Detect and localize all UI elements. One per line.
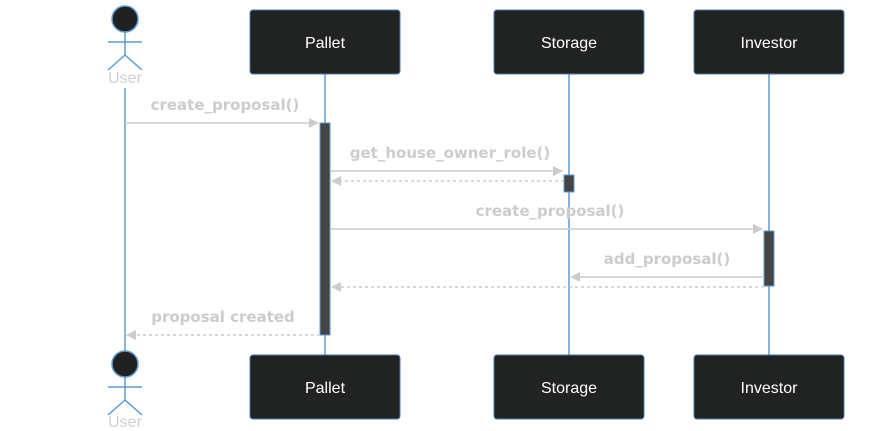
message-create-proposal-user: create_proposal() [125,96,319,128]
message-create-proposal-investor: create_proposal() [330,202,763,234]
participant-investor-label-bottom: Investor [741,380,799,397]
participant-box [493,354,645,420]
actor-leg-left [107,54,126,71]
participant-pallet-top: Pallet [249,9,401,75]
message-label: add_proposal() [604,250,730,268]
actor-leg-right [124,399,143,416]
participant-box [693,354,845,420]
actor-user-label-bottom: User [108,414,142,431]
participant-box [249,354,401,420]
participant-storage-bottom: Storage [493,354,645,420]
message-label: proposal created [151,308,295,326]
participant-investor-top: Investor [693,9,845,75]
activation-pallet [319,122,331,336]
participant-box [693,9,845,75]
participant-storage-label-bottom: Storage [541,380,597,397]
message-proposal-created: proposal created [126,308,320,340]
actor-head [111,5,139,33]
participant-pallet-label-bottom: Pallet [305,380,346,397]
actor-user-label-top: User [108,70,142,87]
activation-investor [763,230,775,287]
actor-leg-right [124,54,143,71]
participant-investor-bottom: Investor [693,354,845,420]
participant-investor-label-top: Investor [741,35,799,52]
participant-box [493,9,645,75]
participant-storage-top: Storage [493,9,645,75]
message-add-proposal: add_proposal() [570,250,764,282]
participant-storage-label-top: Storage [541,35,597,52]
activation-storage [563,174,575,193]
participant-pallet-bottom: Pallet [249,354,401,420]
message-get-house-owner-role: get_house_owner_role() [330,144,563,176]
participant-box [249,9,401,75]
message-label: create_proposal() [476,202,625,220]
participant-pallet-label-top: Pallet [305,35,346,52]
actor-user-top: User [107,5,143,87]
message-label: get_house_owner_role() [350,144,551,162]
actor-leg-left [107,399,126,416]
actor-user-bottom: User [107,350,143,431]
actor-head [111,350,139,378]
message-label: create_proposal() [151,96,300,114]
